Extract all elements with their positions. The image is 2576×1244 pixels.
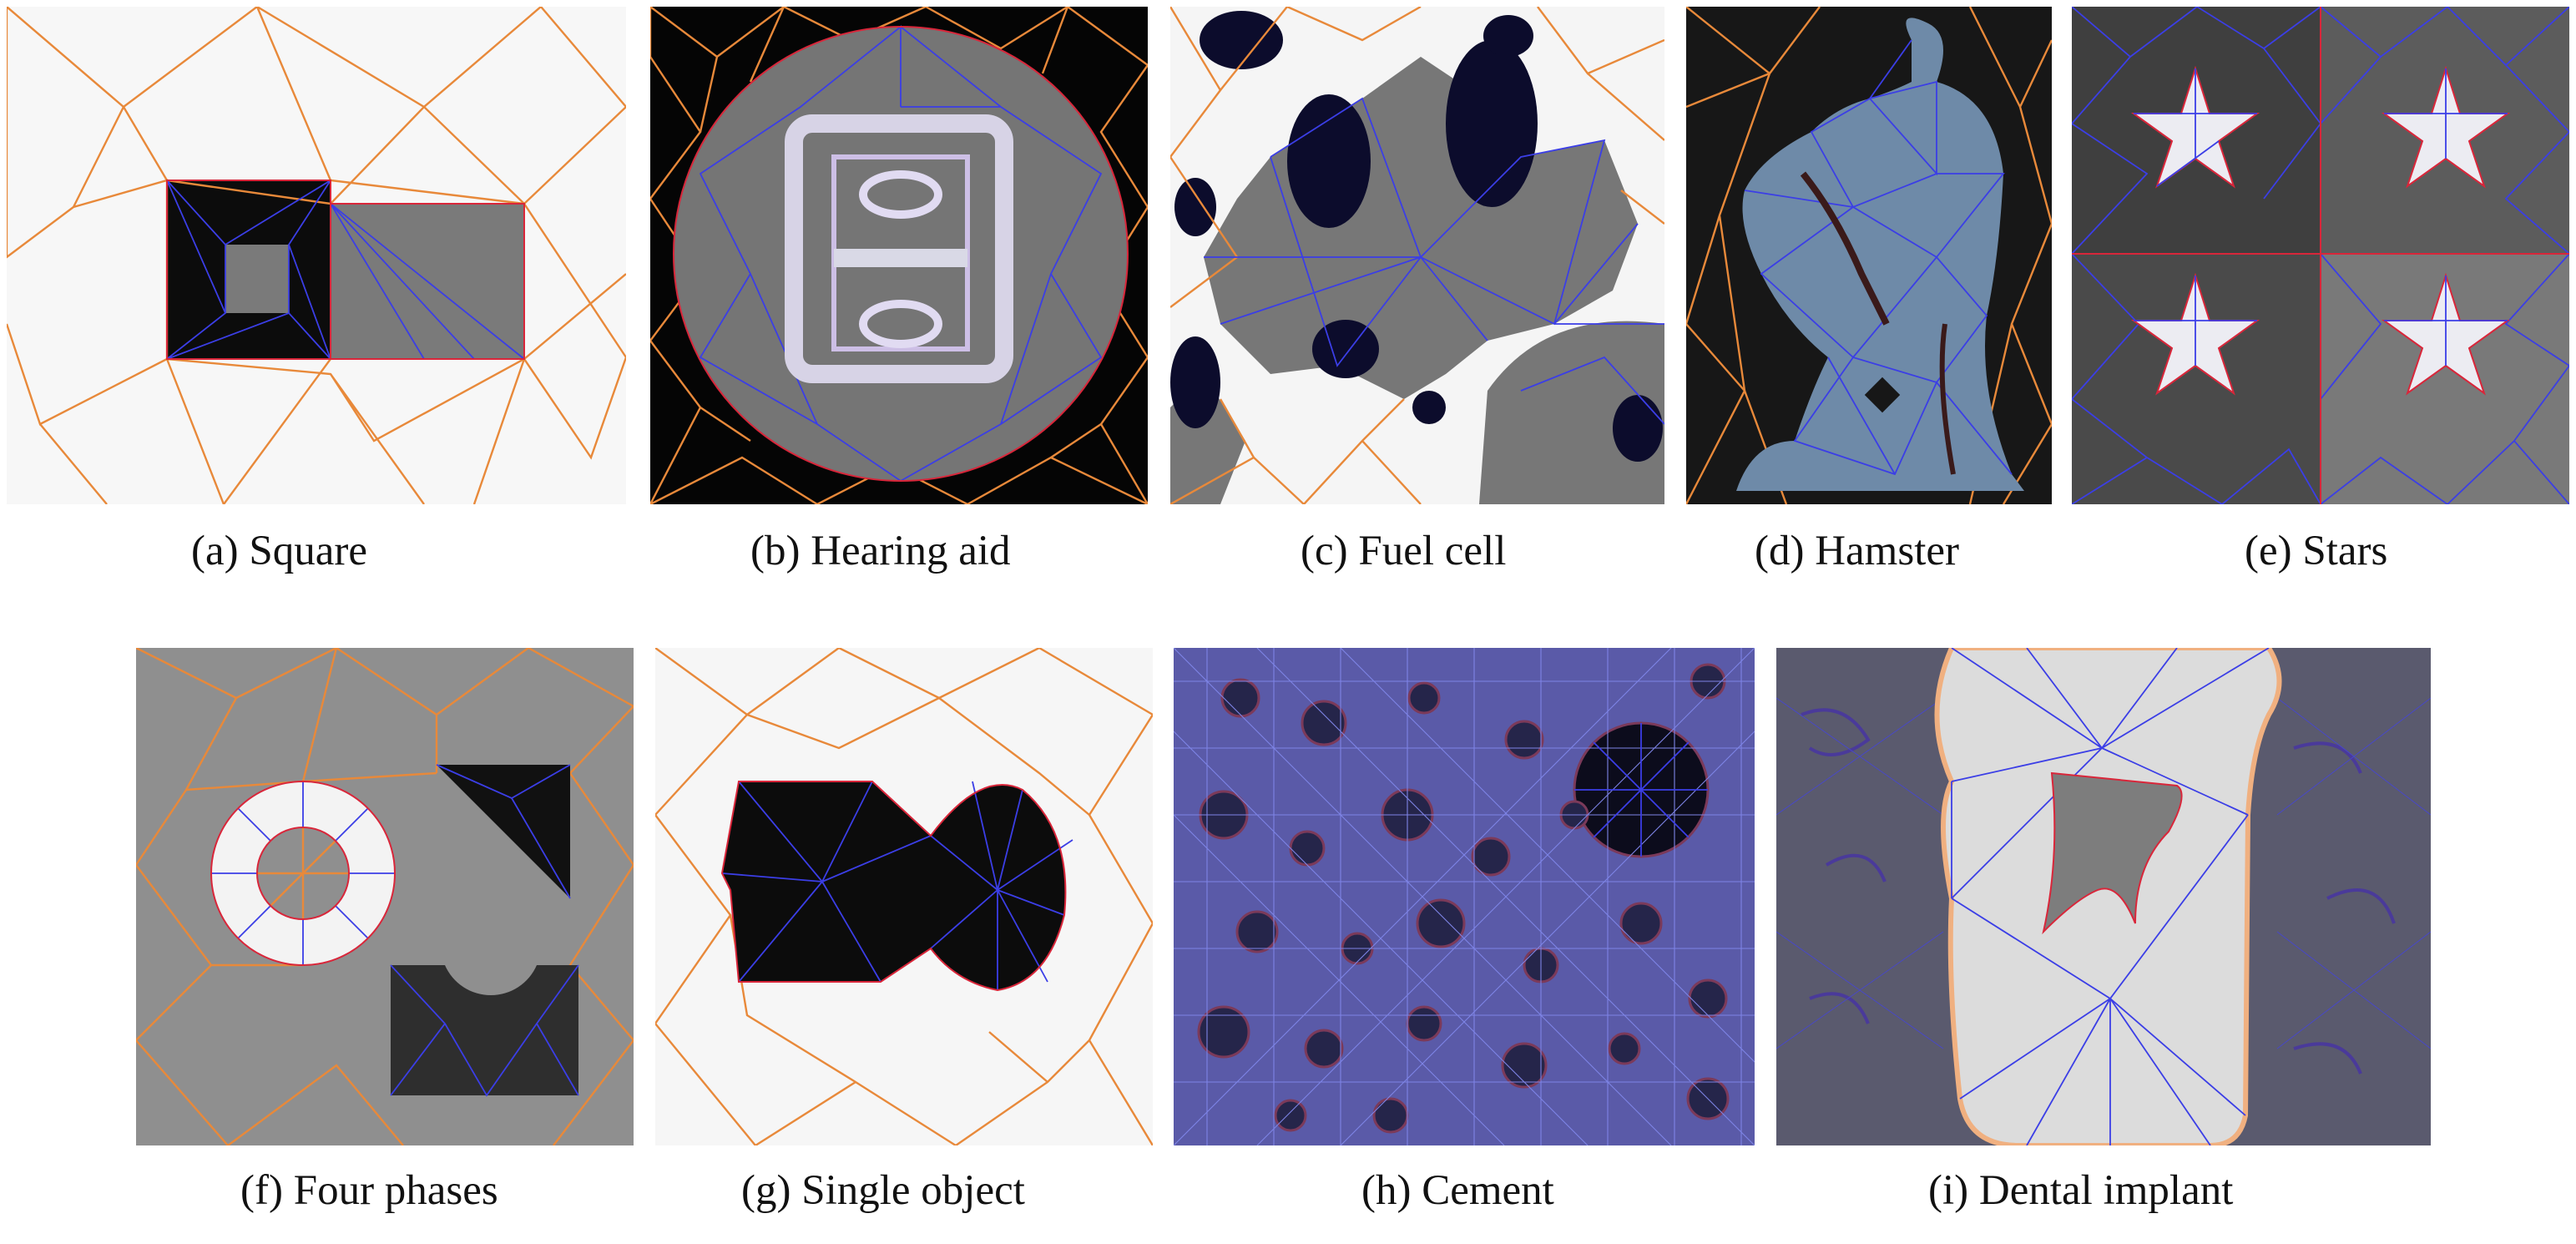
caption-d: (d) Hamster (1755, 528, 1959, 574)
figure-h-image (1174, 648, 1755, 1145)
caption-c: (c) Fuel cell (1301, 528, 1507, 574)
caption-b: (b) Hearing aid (750, 528, 1011, 574)
figure-i-image (1776, 648, 2431, 1145)
caption-h: (h) Cement (1361, 1167, 1554, 1214)
caption-a: (a) Square (191, 528, 367, 574)
caption-e: (e) Stars (2245, 528, 2388, 574)
figure-d-image (1686, 7, 2052, 504)
figure-e-image (2072, 7, 2569, 504)
caption-i: (i) Dental implant (1928, 1167, 2234, 1214)
caption-g: (g) Single object (741, 1167, 1025, 1214)
figure-f-image (136, 648, 634, 1145)
figure-g-image (655, 648, 1153, 1145)
figure-b-image (650, 7, 1148, 504)
figure-a-image (7, 7, 626, 504)
caption-f: (f) Four phases (240, 1167, 498, 1214)
figure-c-image (1170, 7, 1664, 504)
